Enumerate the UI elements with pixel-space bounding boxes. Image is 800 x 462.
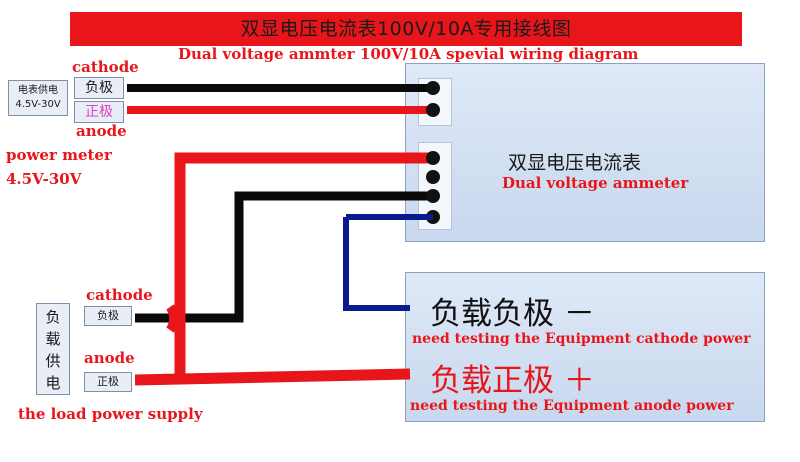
load-negative-tag: 负极 [84,306,132,326]
shunt-black-wire [135,191,433,323]
load-panel [405,272,765,422]
load-positive-wire [134,368,411,386]
power-negative-tag: 负极 [74,77,124,99]
wire-crossover-bridge [166,304,179,333]
meter-panel [405,63,765,242]
meter-label-en: Dual voltage ammeter [502,174,689,192]
load-supply-box: 负 载 供 电 [36,303,70,395]
diagram-subtitle: Dual voltage ammter 100V/10A spevial wir… [178,45,639,63]
load-anode-label: anode [84,349,135,367]
terminal-power-positive [426,103,440,117]
meter-supply-box-line2: 4.5V-30V [15,99,61,110]
load-supply-char-4: 电 [45,374,61,392]
power-meter-caption: power meter [6,146,112,164]
power-positive-tag: 正极 [74,101,124,123]
load-positive-label-en: need testing the Equipment anode power [410,398,734,414]
diagram-title-banner: 双显电压电流表100V/10A专用接线图 [70,12,742,46]
meter-supply-box: 电表供电 4.5V-30V [8,80,68,116]
terminal-voltage-sense [426,151,440,165]
load-supply-caption: the load power supply [18,405,203,423]
load-positive-label-cn: 负载正极 ＋ [430,363,595,399]
terminal-common [426,170,440,184]
power-cathode-label: cathode [72,58,139,76]
meter-label-cn: 双显电压电流表 [508,152,642,174]
load-negative-wire [343,217,410,311]
power-anode-label: anode [76,122,127,140]
load-negative-label-en: need testing the Equipment cathode power [412,331,751,347]
terminal-shunt-in [426,189,440,203]
common-black-wire [346,177,433,178]
power-meter-voltage-caption: 4.5V-30V [6,170,82,188]
load-supply-char-1: 负 [45,308,61,326]
load-supply-char-2: 载 [45,330,61,348]
load-negative-label-cn: 负载负极 － [430,296,595,332]
load-supply-char-3: 供 [45,352,61,370]
load-cathode-label: cathode [86,286,153,304]
terminal-power-negative [426,81,440,95]
voltage-sense-wire [174,152,433,377]
load-positive-tag: 正极 [84,372,132,392]
meter-supply-box-line1: 电表供电 [18,85,58,96]
